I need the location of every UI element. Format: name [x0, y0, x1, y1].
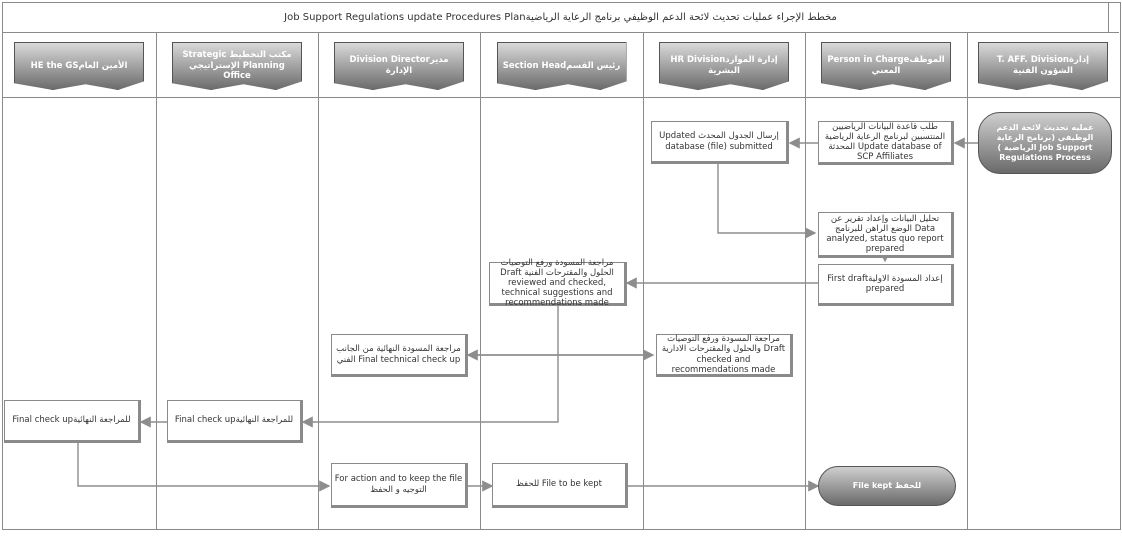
section-review-box: مراجعة المسودة ورفع التوصيات Draft الحلو… [489, 258, 627, 308]
title-text: Job Support Regulations update Procedure… [284, 11, 837, 23]
header-divider [2, 97, 1120, 98]
lane-banner: HE the GSالأمين العام [14, 42, 144, 90]
file-to-be-kept-box: للحفظ File to be kept [492, 463, 628, 508]
arrow-section-to-director [301, 304, 559, 428]
gs-final-check-box: Final check upللمراجعة النهائية [4, 400, 141, 443]
lane-banner: T. AFF. Divisionإدارة الشؤون الفنية [978, 42, 1108, 90]
lane-divider [967, 33, 968, 529]
arrow-hr-to-analyze [717, 164, 817, 239]
diagram-title: Job Support Regulations update Procedure… [2, 2, 1119, 33]
start-node: عمليه تحديث لائحة الدعم الوظيفي (برنامج … [978, 112, 1112, 174]
lane-header-hr: HR Divisionإدارة الموارد البشرية [643, 36, 805, 98]
lane-header-section-head: Section Headرئيس القسم [480, 36, 643, 98]
lane-divider [480, 33, 481, 529]
lane-header-strategic: Strategic مكتب التخطيط الإستراتيجي Plann… [156, 36, 318, 98]
strategic-final-check-box: Final check upللمراجعة النهائية [167, 400, 303, 443]
lane-banner: Person in Chargeالموظف المعني [821, 42, 951, 90]
lane-divider [318, 33, 319, 529]
hr-review-box: مراجعة المسودة ورفع التوصيات والحلول وال… [656, 334, 793, 377]
lane-divider [643, 33, 644, 529]
lane-divider [156, 33, 157, 529]
title-left-cap [2, 2, 9, 32]
lane-banner: Section Headرئيس القسم [496, 42, 627, 90]
first-draft-box: First draftإعداد المسودة الاولية prepare… [818, 264, 954, 306]
arrow-gs-to-director [77, 443, 331, 492]
for-action-box: For action and to keep the file التوجيه … [331, 463, 468, 508]
final-technical-check-box: مراجعة المسودة النهائية من الجانب الفني … [331, 334, 468, 377]
database-submitted-box: Updated إرسال الجدول المحدث database (fi… [651, 121, 789, 164]
diagram-frame [2, 2, 1121, 530]
data-analyzed-box: تحليل البيانات وإعداد تقرير عن الوضع الر… [818, 212, 954, 258]
lane-header-division-director: Division Directorمدير الإدارة [318, 36, 480, 98]
lane-banner: Strategic مكتب التخطيط الإستراتيجي Plann… [172, 42, 302, 90]
lane-header-t-aff: T. AFF. Divisionإدارة الشؤون الفنية [967, 36, 1119, 98]
lane-header-person-in-charge: Person in Chargeالموظف المعني [805, 36, 967, 98]
lane-divider [805, 33, 806, 529]
title-right-cap [1108, 2, 1115, 32]
end-node: File kept للحفظ [818, 466, 956, 506]
request-database-box: طلب قاعدة البيانات الرياضيين المنتسبين ل… [818, 121, 954, 165]
lane-header-gs: HE the GSالأمين العام [2, 36, 156, 98]
